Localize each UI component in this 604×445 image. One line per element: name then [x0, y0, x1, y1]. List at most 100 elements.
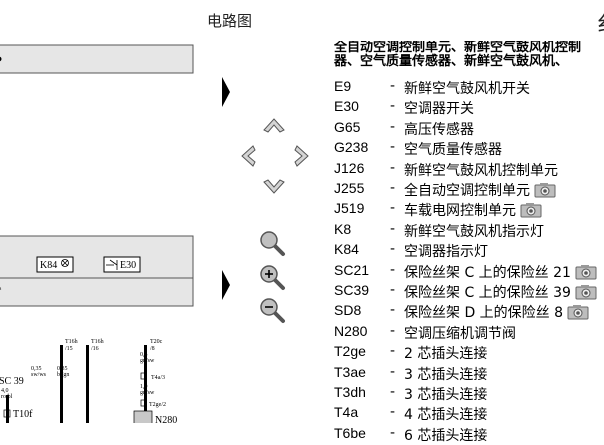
t16h-16-label: T16h	[91, 339, 104, 345]
component-code[interactable]: E30	[334, 98, 359, 115]
component-code[interactable]: G65	[334, 118, 361, 135]
legend-heading-line-2: 器、空气质量传感器、新鲜空气鼓风机、	[334, 54, 569, 69]
cutoff-title-glyph: 纟	[597, 6, 604, 38]
component-description: 空调器指示灯	[404, 244, 488, 261]
component-code[interactable]: J255	[334, 180, 365, 196]
sc39-gauge: 4,0	[1, 388, 9, 394]
component-description-text: 保险丝架 C 上的保险丝 39	[404, 285, 571, 301]
t2ge-connector	[140, 399, 147, 407]
component-code[interactable]: G238	[334, 139, 369, 156]
k84-box	[36, 256, 74, 273]
camera-icon[interactable]	[567, 304, 589, 320]
wire2-color: bl/gn	[57, 372, 69, 378]
legend-dash: -	[390, 118, 396, 135]
t16h-15-label: T16h	[65, 339, 78, 345]
legend-dash: -	[390, 282, 396, 298]
n280-box	[133, 410, 153, 423]
wire2-gauge: 0,35	[57, 366, 68, 372]
upper-bar	[0, 44, 194, 74]
component-code[interactable]: T2ge	[334, 343, 366, 360]
legend-dash: -	[390, 404, 396, 421]
component-description: 高压传感器	[404, 121, 474, 138]
component-description: 全自动空调控制单元	[404, 180, 556, 200]
component-description-text: 保险丝架 D 上的保险丝 8	[404, 305, 564, 322]
pan-right-icon[interactable]	[289, 142, 317, 170]
legend-dash: -	[390, 241, 396, 258]
legend-dash: -	[390, 261, 396, 278]
t2ge-label: T2ge/2	[149, 402, 166, 408]
component-description: 新鲜空气鼓风机指示灯	[404, 223, 544, 240]
wire3-gauge: 0,5	[140, 352, 148, 358]
component-code[interactable]: T6be	[334, 424, 366, 441]
component-code[interactable]: SD8	[334, 302, 362, 319]
legend-dash: -	[390, 363, 396, 380]
t4a-label: T4a/3	[151, 375, 165, 381]
legend-dash: -	[390, 159, 396, 176]
play-right-icon[interactable]	[222, 77, 230, 107]
component-code[interactable]: T3dh	[334, 384, 366, 400]
camera-icon[interactable]	[575, 284, 597, 300]
legend-dash: -	[390, 78, 396, 94]
legend-dash: -	[390, 384, 396, 400]
component-code[interactable]: SC21	[334, 261, 370, 278]
sc39-label: SC 39	[0, 376, 24, 387]
legend-dash: -	[390, 424, 396, 441]
component-description: 3 芯插头连接	[404, 387, 488, 403]
pan-down-icon[interactable]	[260, 174, 288, 202]
e30-box	[103, 256, 141, 273]
camera-icon[interactable]	[534, 182, 556, 198]
component-description-text: 保险丝架 C 上的保险丝 21	[404, 264, 571, 281]
t16h-15-pin: /15	[65, 346, 73, 352]
legend-dash: -	[390, 302, 396, 319]
e30-label: E30	[120, 260, 136, 271]
t4a-connector	[140, 372, 147, 380]
circuit-diagram[interactable]: s K84 E30 T16h /15 T16h /16 T20c /8 0,35…	[0, 0, 200, 423]
wire4-gauge: 1,0	[140, 384, 148, 390]
component-description: 空气质量传感器	[404, 142, 502, 159]
component-description-text: 全自动空调控制单元	[404, 183, 530, 199]
component-code[interactable]: T4a	[334, 404, 359, 421]
camera-icon[interactable]	[575, 264, 597, 280]
component-code[interactable]: T3ae	[334, 363, 366, 380]
component-description: 新鲜空气鼓风机开关	[404, 81, 530, 97]
node-dot	[0, 56, 2, 62]
component-code[interactable]: N280	[334, 322, 368, 339]
component-description: 新鲜空气鼓风机控制单元	[404, 162, 558, 179]
zoom-in-icon[interactable]	[257, 262, 287, 292]
component-code[interactable]: J519	[334, 200, 365, 217]
component-description: 保险丝架 C 上的保险丝 21	[404, 262, 597, 282]
wire-t16h-15	[60, 345, 63, 423]
t20c-label: T20c	[150, 339, 163, 345]
mark-s: s	[0, 286, 2, 292]
component-description: 保险丝架 D 上的保险丝 8	[404, 302, 589, 322]
component-description: 2 芯插头连接	[404, 346, 488, 363]
legend-dash: -	[390, 200, 396, 217]
camera-icon[interactable]	[520, 202, 542, 218]
component-code[interactable]: J126	[334, 159, 365, 176]
t20c-pin: /8	[150, 346, 155, 352]
wire1-gauge: 0,35	[31, 366, 42, 372]
component-description: 空调器开关	[404, 101, 474, 118]
t10-label: T10f	[13, 409, 33, 420]
lower-bar	[0, 235, 194, 307]
component-code[interactable]: K84	[334, 241, 359, 258]
wire3-color: gn/sw	[140, 358, 155, 364]
legend-dash: -	[390, 343, 396, 360]
zoom-fit-icon[interactable]	[257, 228, 287, 258]
legend-heading: 全自动空调控制单元、新鲜空气鼓风机控制 器、空气质量传感器、新鲜空气鼓风机、	[334, 41, 604, 69]
t16h-16-pin: /16	[91, 346, 99, 352]
pan-left-icon[interactable]	[233, 142, 261, 170]
play-right-icon-lower[interactable]	[222, 270, 230, 300]
component-description: 车载电网控制单元	[404, 200, 542, 220]
component-code[interactable]: E9	[334, 78, 352, 94]
component-description: 3 芯插头连接	[404, 366, 488, 383]
pan-up-icon[interactable]	[260, 110, 288, 138]
component-code[interactable]: SC39	[334, 282, 370, 298]
n280-label: N280	[155, 415, 177, 423]
zoom-out-icon[interactable]	[257, 295, 287, 325]
component-description: 保险丝架 C 上的保险丝 39	[404, 282, 597, 302]
component-code[interactable]: K8	[334, 220, 352, 237]
lamp-icon	[61, 259, 69, 267]
control-panel: 电路图 全自动空调控制单元、新鲜空气鼓风机控制 器、空气质量传感器、新鲜空气鼓风…	[205, 0, 581, 423]
component-description-text: 车载电网控制单元	[404, 203, 516, 220]
